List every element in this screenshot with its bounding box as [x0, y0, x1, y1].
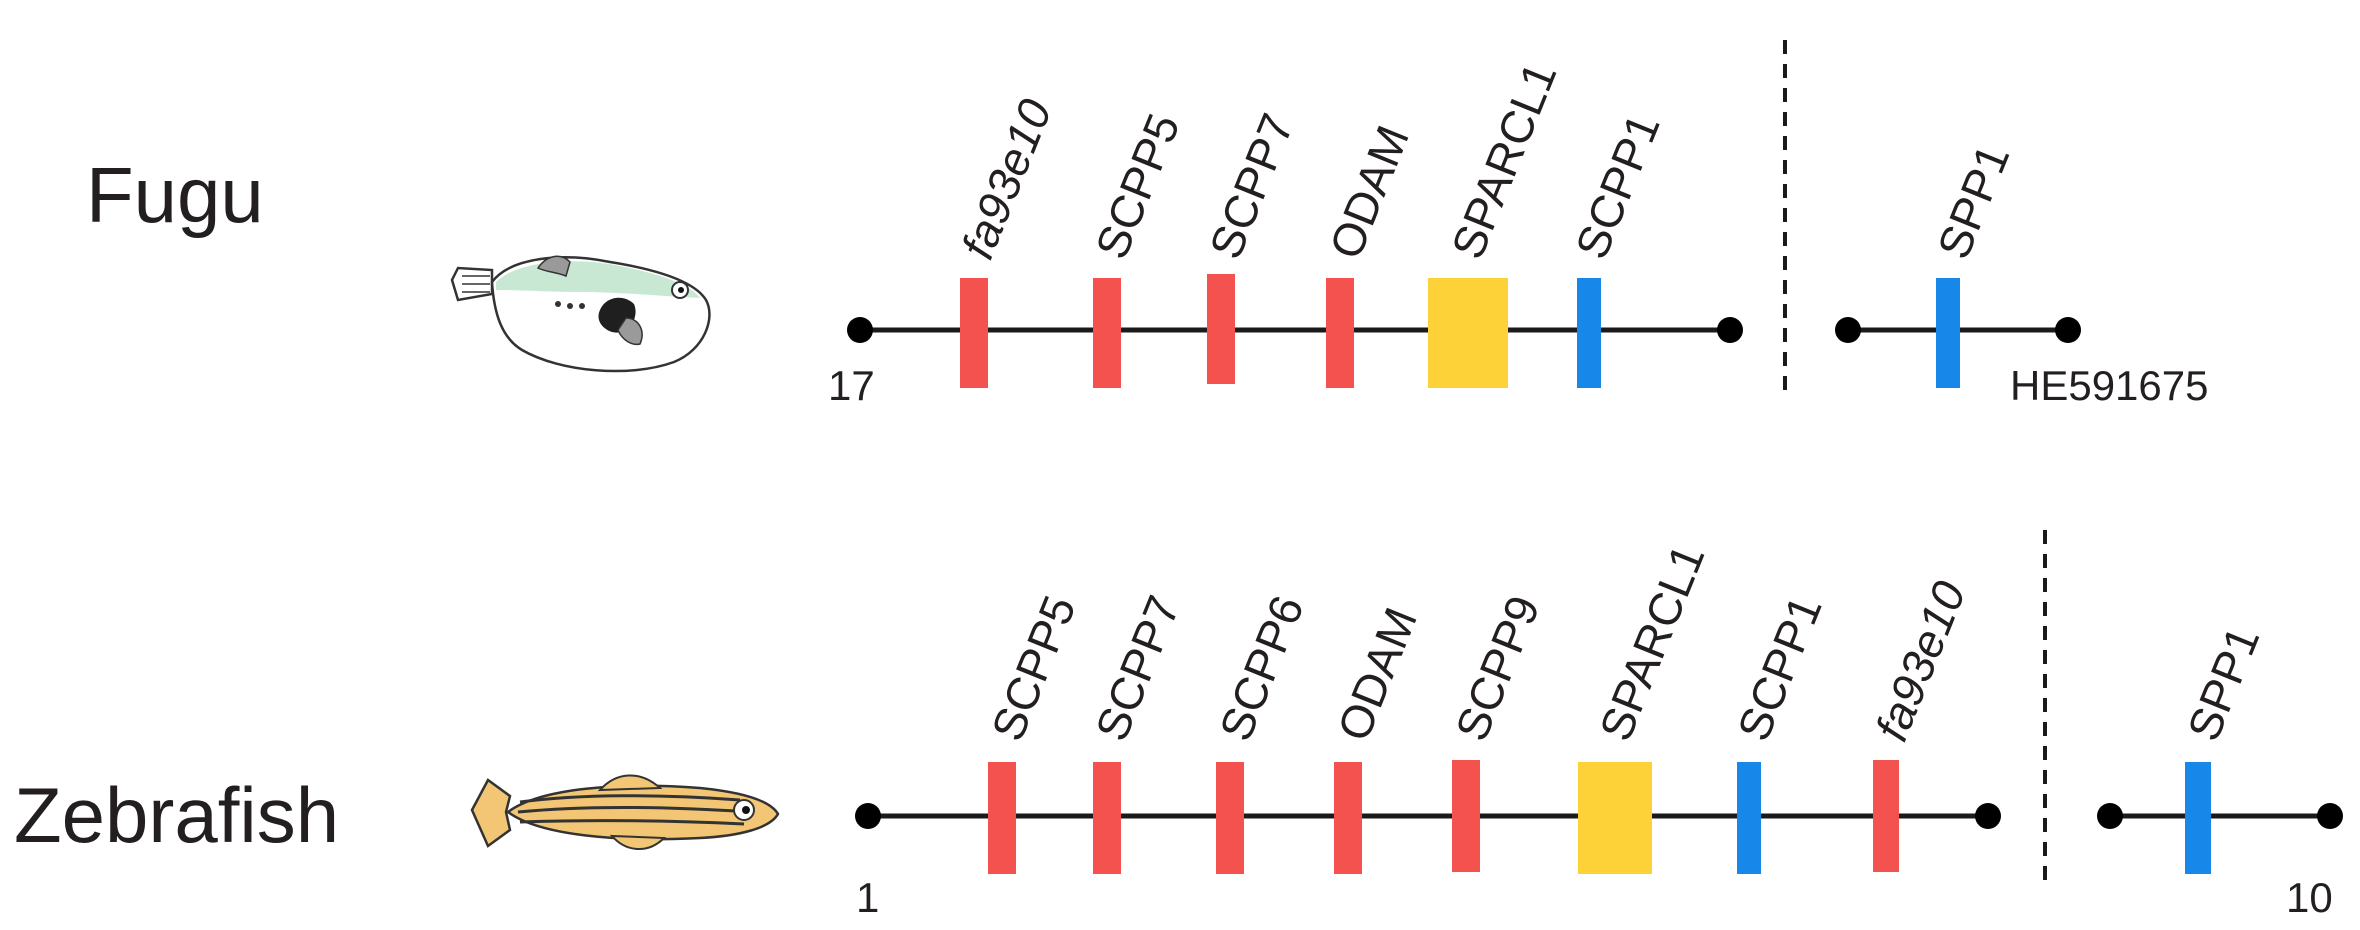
fugu-right-end-dot	[1717, 317, 1743, 343]
zebrafish-gene-scpp5	[988, 762, 1016, 874]
zebrafish-label-scpp9: SCPP9	[1445, 588, 1550, 747]
fugu-label-scpp7: SCPP7	[1199, 106, 1304, 265]
fugu-label-sparcl1: SPARCL1	[1441, 55, 1566, 266]
fugu-right-end-label: HE591675	[2010, 362, 2209, 409]
fugu-label-fa93e10: fa93e10	[951, 92, 1062, 266]
fugu-label-scpp1: SCPP1	[1565, 106, 1670, 265]
fugu-scaffold-right-dot	[2055, 317, 2081, 343]
zebrafish-scaffold-right-dot	[2317, 803, 2343, 829]
fugu-gene-spp1	[1936, 278, 1960, 388]
pufferfish-icon	[450, 255, 711, 373]
fugu-gene-scpp5	[1093, 278, 1121, 388]
zebrafish-gene-scpp6	[1216, 762, 1244, 874]
zebrafish-gene-sparcl1	[1578, 762, 1652, 874]
zebrafish-gene-scpp1	[1737, 762, 1761, 874]
zebrafish-row: Zebrafish 1 SCPP5 SCPP7 SCPP6	[14, 530, 2343, 921]
fugu-gene-scpp1	[1577, 278, 1601, 388]
fugu-row: Fugu 17 fa93e10	[86, 40, 2209, 409]
zebrafish-species-label: Zebrafish	[14, 771, 339, 859]
zebrafish-gene-odam	[1334, 762, 1362, 874]
zebrafish-right-end-label: 10	[2286, 874, 2333, 921]
zebrafish-label-scpp5: SCPP5	[981, 588, 1086, 747]
zebrafish-label-fa93e10: fa93e10	[1865, 574, 1976, 748]
zebrafish-left-end-dot	[855, 803, 881, 829]
zebrafish-label-scpp6: SCPP6	[1209, 588, 1314, 747]
zebrafish-left-end-label: 1	[856, 874, 879, 921]
fugu-gene-odam	[1326, 278, 1354, 388]
zebrafish-label-odam: ODAM	[1327, 600, 1427, 747]
zebrafish-gene-fa93e10	[1873, 760, 1899, 872]
fugu-gene-fa93e10	[960, 278, 988, 388]
zebrafish-label-sparcl1: SPARCL1	[1589, 537, 1714, 748]
zebrafish-scaffold-left-dot	[2097, 803, 2123, 829]
zebrafish-gene-scpp7	[1093, 762, 1121, 874]
zebrafish-label-spp1: SPP1	[2177, 619, 2269, 748]
fugu-gene-sparcl1	[1428, 278, 1508, 388]
zebrafish-right-end-dot	[1975, 803, 2001, 829]
zebrafish-label-scpp1: SCPP1	[1727, 588, 1832, 747]
zebrafish-gene-scpp9	[1452, 760, 1480, 872]
fugu-left-end-label: 17	[828, 362, 875, 409]
zebrafish-gene-spp1	[2185, 762, 2211, 874]
zebrafish-label-scpp7: SCPP7	[1085, 588, 1190, 747]
fugu-label-odam: ODAM	[1319, 118, 1419, 265]
fugu-scaffold-left-dot	[1835, 317, 1861, 343]
fugu-species-label: Fugu	[86, 151, 264, 239]
fugu-label-scpp5: SCPP5	[1085, 106, 1190, 265]
fugu-gene-scpp7	[1207, 274, 1235, 384]
fugu-label-spp1: SPP1	[1927, 137, 2019, 266]
zebrafish-icon	[470, 774, 780, 851]
fugu-left-end-dot	[847, 317, 873, 343]
